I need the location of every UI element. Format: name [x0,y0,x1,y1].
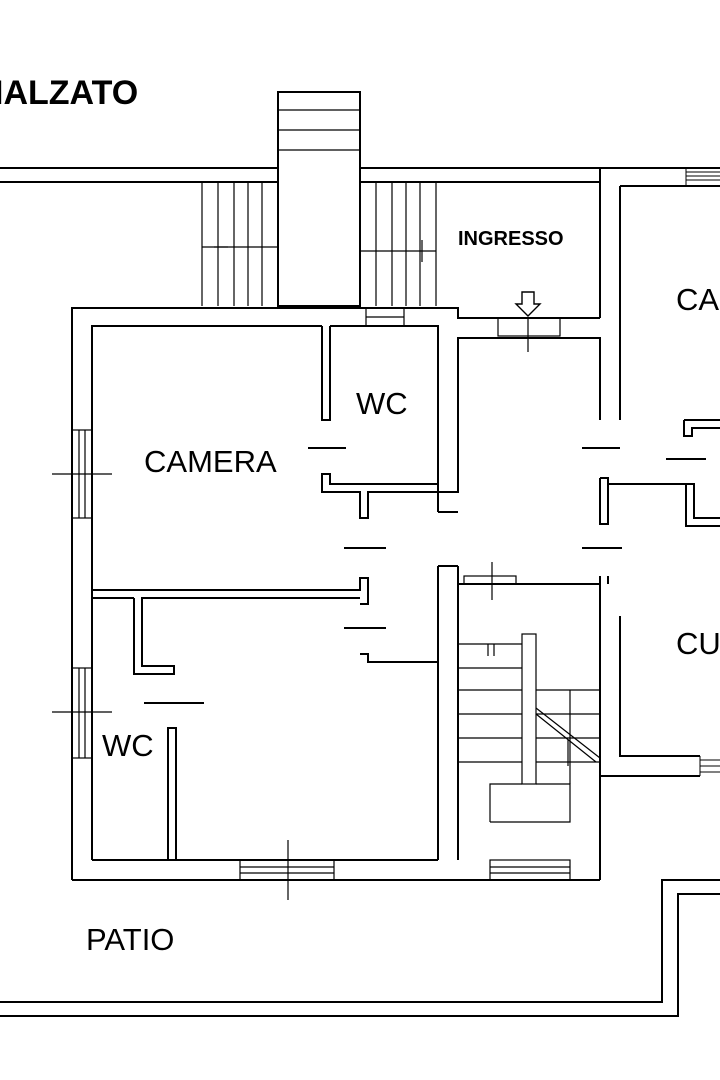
room-label-camera: CAMERA [144,444,277,479]
interior-walls [92,325,720,880]
room-label-right-top: CA [676,282,719,317]
door-marks [144,447,706,704]
plan-title: IALZATO [0,74,138,112]
room-label-wc-lower: WC [102,728,154,763]
internal-staircase [458,562,601,823]
left-stair-steps [201,182,278,306]
room-label-wc-upper: WC [356,386,408,421]
window-upper-wc [365,307,405,327]
room-label-ingresso: INGRESSO [458,228,564,250]
external-stair [277,91,361,307]
window-right-bottom [699,756,720,776]
window-bottom-stair [489,859,571,881]
window-bottom-room [239,840,335,900]
top-exterior-wall [0,167,720,420]
room-label-right-bottom: CU [676,626,720,661]
building-exterior-wall [71,307,600,881]
window-left-wc [52,667,112,759]
window-top-right [685,168,720,186]
right-stair-steps [360,182,437,306]
entrance-door [497,291,561,352]
room-label-patio: PATIO [86,922,174,957]
patio-outline [0,879,720,1017]
window-left-camera [52,429,112,519]
entrance-arrow-icon [514,291,542,317]
